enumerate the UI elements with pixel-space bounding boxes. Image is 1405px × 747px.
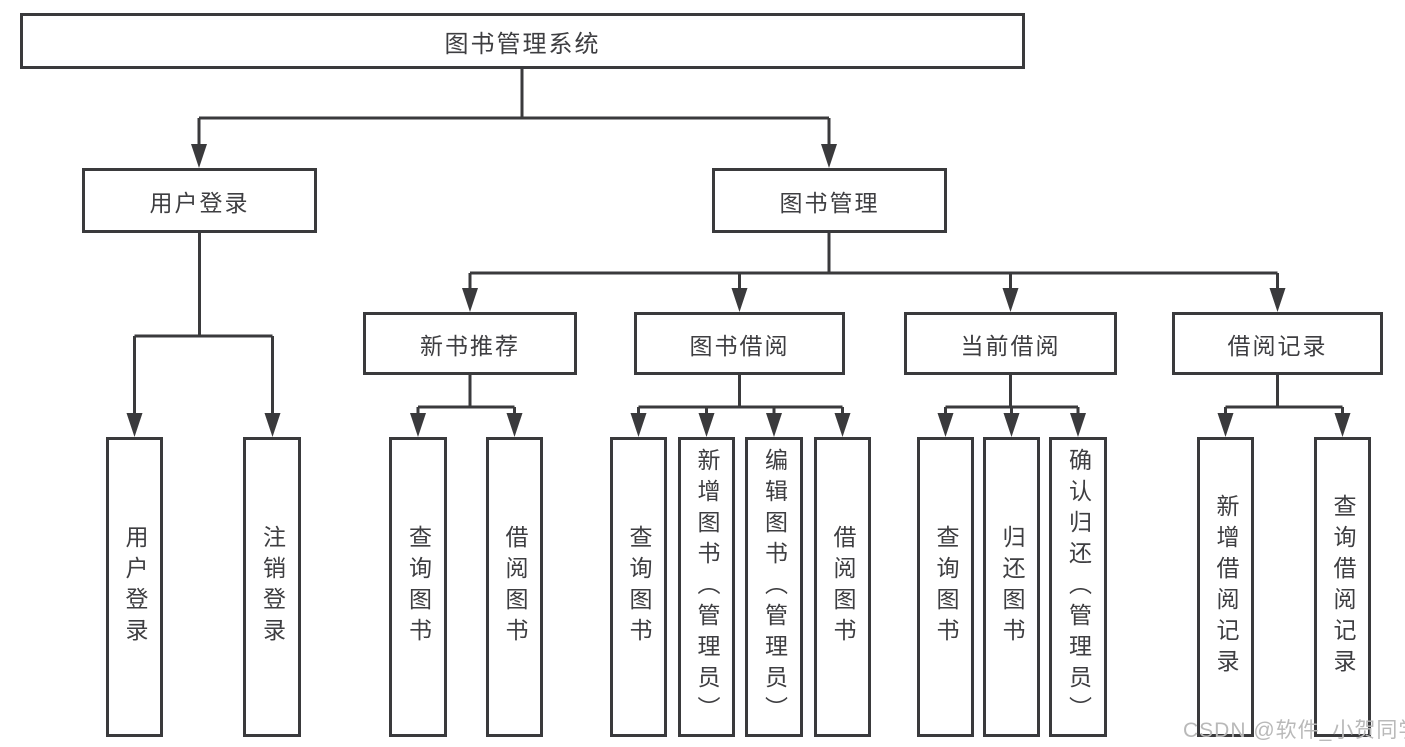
arrowhead [1003, 413, 1020, 437]
leaf-add-book-admin: 新增图书（管理员） [678, 437, 735, 737]
leaf-label: 查询图书 [933, 525, 959, 649]
arrowhead [191, 144, 207, 168]
connector-root-to-branches [191, 69, 837, 168]
leaf-label: 借阅图书 [830, 525, 856, 649]
arrowhead [698, 413, 715, 437]
leaf-user-login: 用户登录 [106, 437, 163, 737]
leaf-query-books-current: 查询图书 [917, 437, 974, 737]
node-label: 借阅记录 [1227, 332, 1328, 359]
node-user-login: 用户登录 [82, 168, 317, 233]
leaf-label: 确认归还（管理员） [1065, 447, 1092, 727]
arrowhead [937, 413, 954, 437]
leaf-label: 查询图书 [405, 525, 432, 649]
arrowhead [264, 413, 281, 437]
arrowhead [410, 413, 426, 437]
connector-records-to-leaves [1217, 375, 1351, 437]
node-borrowing-records: 借阅记录 [1172, 312, 1383, 375]
arrowhead [1269, 288, 1286, 312]
arrowhead [1002, 288, 1019, 312]
node-current-borrowing: 当前借阅 [904, 312, 1117, 375]
leaf-borrow-books-recommend: 借阅图书 [486, 437, 543, 737]
arrowhead [731, 288, 748, 312]
arrowhead [1334, 413, 1351, 437]
leaf-label: 查询图书 [626, 525, 652, 649]
arrowhead [766, 413, 782, 437]
node-label: 新书推荐 [420, 332, 520, 359]
leaf-label: 新增图书（管理员） [694, 447, 720, 727]
node-label: 图书管理 [779, 189, 880, 216]
leaf-add-borrow-record: 新增借阅记录 [1197, 437, 1254, 737]
node-book-borrowing: 图书借阅 [634, 312, 845, 375]
leaf-label: 查询借阅记录 [1330, 494, 1356, 680]
arrowhead [506, 413, 523, 437]
leaf-query-borrow-record: 查询借阅记录 [1314, 437, 1371, 737]
arrowhead [126, 413, 143, 437]
leaf-query-books-recommend: 查询图书 [389, 437, 447, 737]
node-label: 图书借阅 [689, 332, 790, 359]
connector-borrow-to-leaves [630, 375, 851, 437]
arrowhead [1217, 413, 1234, 437]
leaf-return-book: 归还图书 [983, 437, 1040, 737]
leaf-label: 归还图书 [999, 525, 1025, 649]
node-label: 当前借阅 [960, 332, 1061, 359]
leaf-confirm-return-admin: 确认归还（管理员） [1049, 437, 1107, 737]
leaf-label: 借阅图书 [502, 525, 528, 649]
arrowhead [462, 288, 478, 312]
leaf-logout: 注销登录 [243, 437, 301, 737]
leaf-label: 用户登录 [122, 525, 148, 649]
leaf-borrow-books: 借阅图书 [814, 437, 871, 737]
leaf-query-books-borrow: 查询图书 [610, 437, 667, 737]
arrowhead [1070, 413, 1086, 437]
leaf-label: 编辑图书（管理员） [761, 447, 788, 727]
node-book-management: 图书管理 [712, 168, 947, 233]
connector-recommend-to-leaves [410, 375, 523, 437]
connector-book-mgmt-to-categories [462, 233, 1286, 312]
arrowhead [821, 144, 837, 168]
leaf-label: 注销登录 [259, 525, 286, 649]
node-label: 用户登录 [149, 189, 250, 216]
node-label: 图书管理系统 [444, 30, 601, 58]
arrowhead [630, 413, 647, 437]
arrowhead [834, 413, 851, 437]
leaf-label: 新增借阅记录 [1213, 494, 1239, 680]
csdn-watermark: CSDN @软件_小贺同学 [1183, 719, 1405, 742]
connector-user-login-to-leaves [126, 233, 281, 437]
node-library-system: 图书管理系统 [20, 13, 1025, 69]
node-new-book-recommend: 新书推荐 [363, 312, 577, 375]
connector-current-to-leaves [937, 375, 1086, 437]
leaf-edit-book-admin: 编辑图书（管理员） [745, 437, 803, 737]
